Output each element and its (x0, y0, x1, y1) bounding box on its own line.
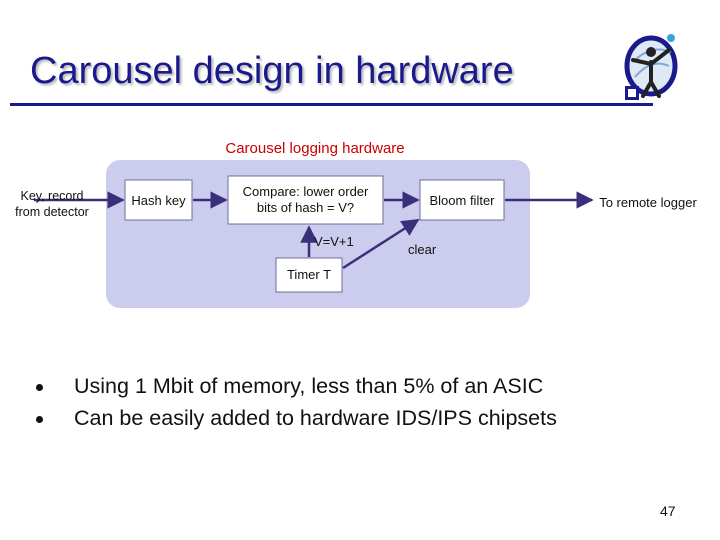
output-label: To remote logger (599, 195, 697, 210)
bullet-text: Can be easily added to hardware IDS/IPS … (74, 406, 557, 430)
hash-key-label: Hash key (131, 193, 186, 208)
bloom-filter-label: Bloom filter (429, 193, 495, 208)
compare-label: Compare: lower order bits of hash = V? (228, 184, 383, 216)
bloom-filter-box (419, 179, 505, 221)
bullet-list: Using 1 Mbit of memory, less than 5% of … (36, 370, 557, 434)
compare-box (227, 175, 384, 225)
input-label-line2: from detector (15, 205, 89, 219)
timer-box (275, 257, 343, 293)
university-logo-icon (624, 34, 678, 100)
input-label-line1: Key, record (20, 189, 84, 203)
clear-arrow (342, 218, 420, 270)
hash-key-box (124, 179, 193, 221)
bullet-dot-icon (36, 416, 43, 423)
increment-label: V=V+1 (314, 234, 354, 249)
bullet-item: Can be easily added to hardware IDS/IPS … (36, 402, 557, 434)
compare-label-line2: bits of hash = V? (256, 200, 355, 215)
compare-label-line1: Compare: lower order (242, 184, 369, 199)
bullet-item: Using 1 Mbit of memory, less than 5% of … (36, 370, 557, 402)
bullet-text: Using 1 Mbit of memory, less than 5% of … (74, 374, 544, 398)
bullet-dot-icon (36, 384, 43, 391)
page-number: 47 (660, 503, 676, 519)
slide-title: Carousel design in hardware (30, 50, 514, 92)
timer-label: Timer T (286, 267, 332, 282)
clear-label: clear (408, 242, 437, 257)
input-label: Key, record from detector (4, 188, 100, 220)
diagram-caption: Carousel logging hardware (225, 140, 405, 157)
carousel-diagram (34, 160, 594, 308)
title-underline (10, 103, 653, 106)
